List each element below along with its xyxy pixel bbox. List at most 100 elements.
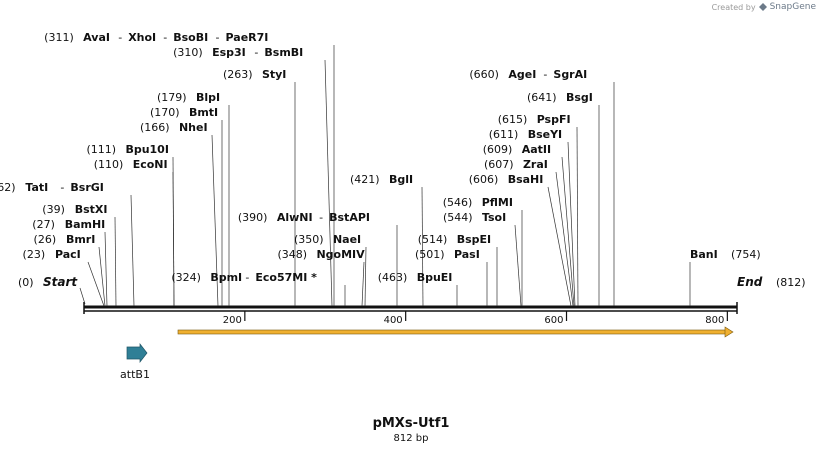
site-position-nhei: (166) [140, 121, 170, 134]
end-label: End [737, 275, 763, 289]
site-name-pflmi: PflMI [482, 196, 513, 209]
site-name-blpi: BlpI [196, 91, 220, 104]
feature-arrow-attb1[interactable] [126, 342, 148, 364]
site-position-paci: (23) [23, 248, 46, 261]
site-name-styi: StyI [262, 68, 286, 81]
site-position-styi: (263) [223, 68, 253, 81]
site-position-bamhi: (27) [32, 218, 55, 231]
site-position-bmti: (170) [150, 106, 180, 119]
site-name-bmri: BmrI [66, 233, 95, 246]
site-name-bani: BanI [690, 248, 718, 261]
site-name-nhei: NheI [179, 121, 208, 134]
site-name-esp3i: Esp3I [212, 46, 246, 59]
site-leader-nhei [211, 134, 219, 307]
site-position-bpmi: (324) [171, 271, 201, 284]
site-position-bspei: (514) [418, 233, 448, 246]
site-position-bstxi: (39) [42, 203, 65, 216]
ruler-tick-label-200: 200 [223, 315, 242, 326]
site-leader-zrai [555, 171, 574, 307]
site-name-bpmi: BpmI [210, 271, 242, 284]
site-position-agei: (660) [469, 68, 499, 81]
site-position-avai: (311) [44, 31, 74, 44]
site-position-bmri: (26) [34, 233, 57, 246]
ruler-tick-label-800: 800 [705, 315, 724, 326]
orf-bar-arrowhead [724, 326, 734, 338]
site-leader-ngomiv [361, 261, 365, 307]
site-position-bpu10i: (111) [86, 143, 116, 156]
map-title: pMXs-Utf1 [372, 416, 450, 431]
site-name-bstxi: BstXI [75, 203, 108, 216]
site-position-bgli: (421) [350, 173, 380, 186]
site-separator-alwni-1: - [319, 211, 323, 224]
site-name-paer7i: PaeR7I [226, 31, 269, 44]
site-leader-esp3i [324, 59, 333, 307]
credit-brand: SnapGene [769, 2, 816, 12]
site-name-tsoi: TsoI [482, 211, 506, 224]
site-name-naei: NaeI [333, 233, 361, 246]
ruler-tick-label-600: 600 [544, 315, 563, 326]
site-name-pasi: PasI [454, 248, 480, 261]
site-name-pspfi: PspFI [537, 113, 571, 126]
site-leader-bstxi [114, 216, 117, 307]
site-leader-aatii [561, 156, 575, 307]
site-position-zrai: (607) [484, 158, 514, 171]
site-position-pasi: (501) [415, 248, 445, 261]
site-name-agei: AgeI [508, 68, 536, 81]
site-name-bpu10i: Bpu10I [125, 143, 169, 156]
site-position-bpuei: (463) [378, 271, 408, 284]
site-name-bsahi: BsaHI [508, 173, 544, 186]
site-name-sgrai: SgrAI [553, 68, 587, 81]
ruler-tick-label-400: 400 [384, 315, 403, 326]
site-position-alwni: (390) [238, 211, 268, 224]
site-leader-tsoi [514, 224, 522, 307]
site-separator-avai-3: - [216, 31, 220, 44]
site-leader-pspfi [576, 126, 579, 307]
site-name-bseyi: BseYI [528, 128, 562, 141]
site-position-pspfi: (615) [498, 113, 528, 126]
site-position-tati: (62) [0, 181, 16, 194]
credit-prefix: Created by [711, 2, 756, 12]
end-position-label: (812) [776, 276, 806, 289]
site-name-bgli: BglI [389, 173, 413, 186]
start-position-label: (0) [18, 276, 34, 289]
site-leader-bmri [98, 246, 106, 307]
site-leader-naei [364, 246, 367, 307]
site-name-aatii: AatII [522, 143, 551, 156]
site-name-eco57mi-: Eco57MI * [255, 271, 317, 284]
site-position-aatii: (609) [483, 143, 513, 156]
site-separator-esp3i-1: - [254, 46, 258, 59]
site-position-bani: (754) [731, 248, 761, 261]
site-name-xhoi: XhoI [128, 31, 156, 44]
site-position-blpi: (179) [157, 91, 187, 104]
site-position-econi: (110) [94, 158, 124, 171]
site-position-pflmi: (546) [443, 196, 473, 209]
site-position-tsoi: (544) [443, 211, 473, 224]
snapgene-credit: Created by SnapGene [712, 2, 816, 12]
site-leader-bpu10i [172, 156, 175, 307]
site-leader-bsahi [547, 186, 572, 307]
site-position-esp3i: (310) [173, 46, 203, 59]
site-leader-bgli [421, 186, 424, 307]
site-separator-tati-1: - [60, 181, 64, 194]
site-name-zrai: ZraI [523, 158, 548, 171]
site-position-bseyi: (611) [489, 128, 519, 141]
site-leader-bseyi [567, 141, 576, 307]
site-name-bspei: BspEI [457, 233, 491, 246]
site-position-naei: (350) [294, 233, 324, 246]
feature-label-attb1: attB1 [120, 368, 150, 381]
site-name-tati: TatI [25, 181, 48, 194]
site-name-bmti: BmtI [189, 106, 218, 119]
site-leader-paci [87, 261, 105, 307]
site-name-bsmbi: BsmBI [264, 46, 303, 59]
site-leader-tati [130, 194, 135, 307]
site-name-ngomiv: NgoMIV [316, 248, 365, 261]
start-leader-line [79, 287, 86, 305]
site-name-bsobi: BsoBI [173, 31, 208, 44]
site-position-ngomiv: (348) [277, 248, 307, 261]
site-name-bamhi: BamHI [65, 218, 106, 231]
site-name-alwni: AlwNI [277, 211, 313, 224]
site-separator-avai-1: - [118, 31, 122, 44]
site-name-bsgi: BsgI [566, 91, 593, 104]
snapgene-logo-icon [758, 3, 767, 11]
site-name-econi: EcoNI [133, 158, 168, 171]
